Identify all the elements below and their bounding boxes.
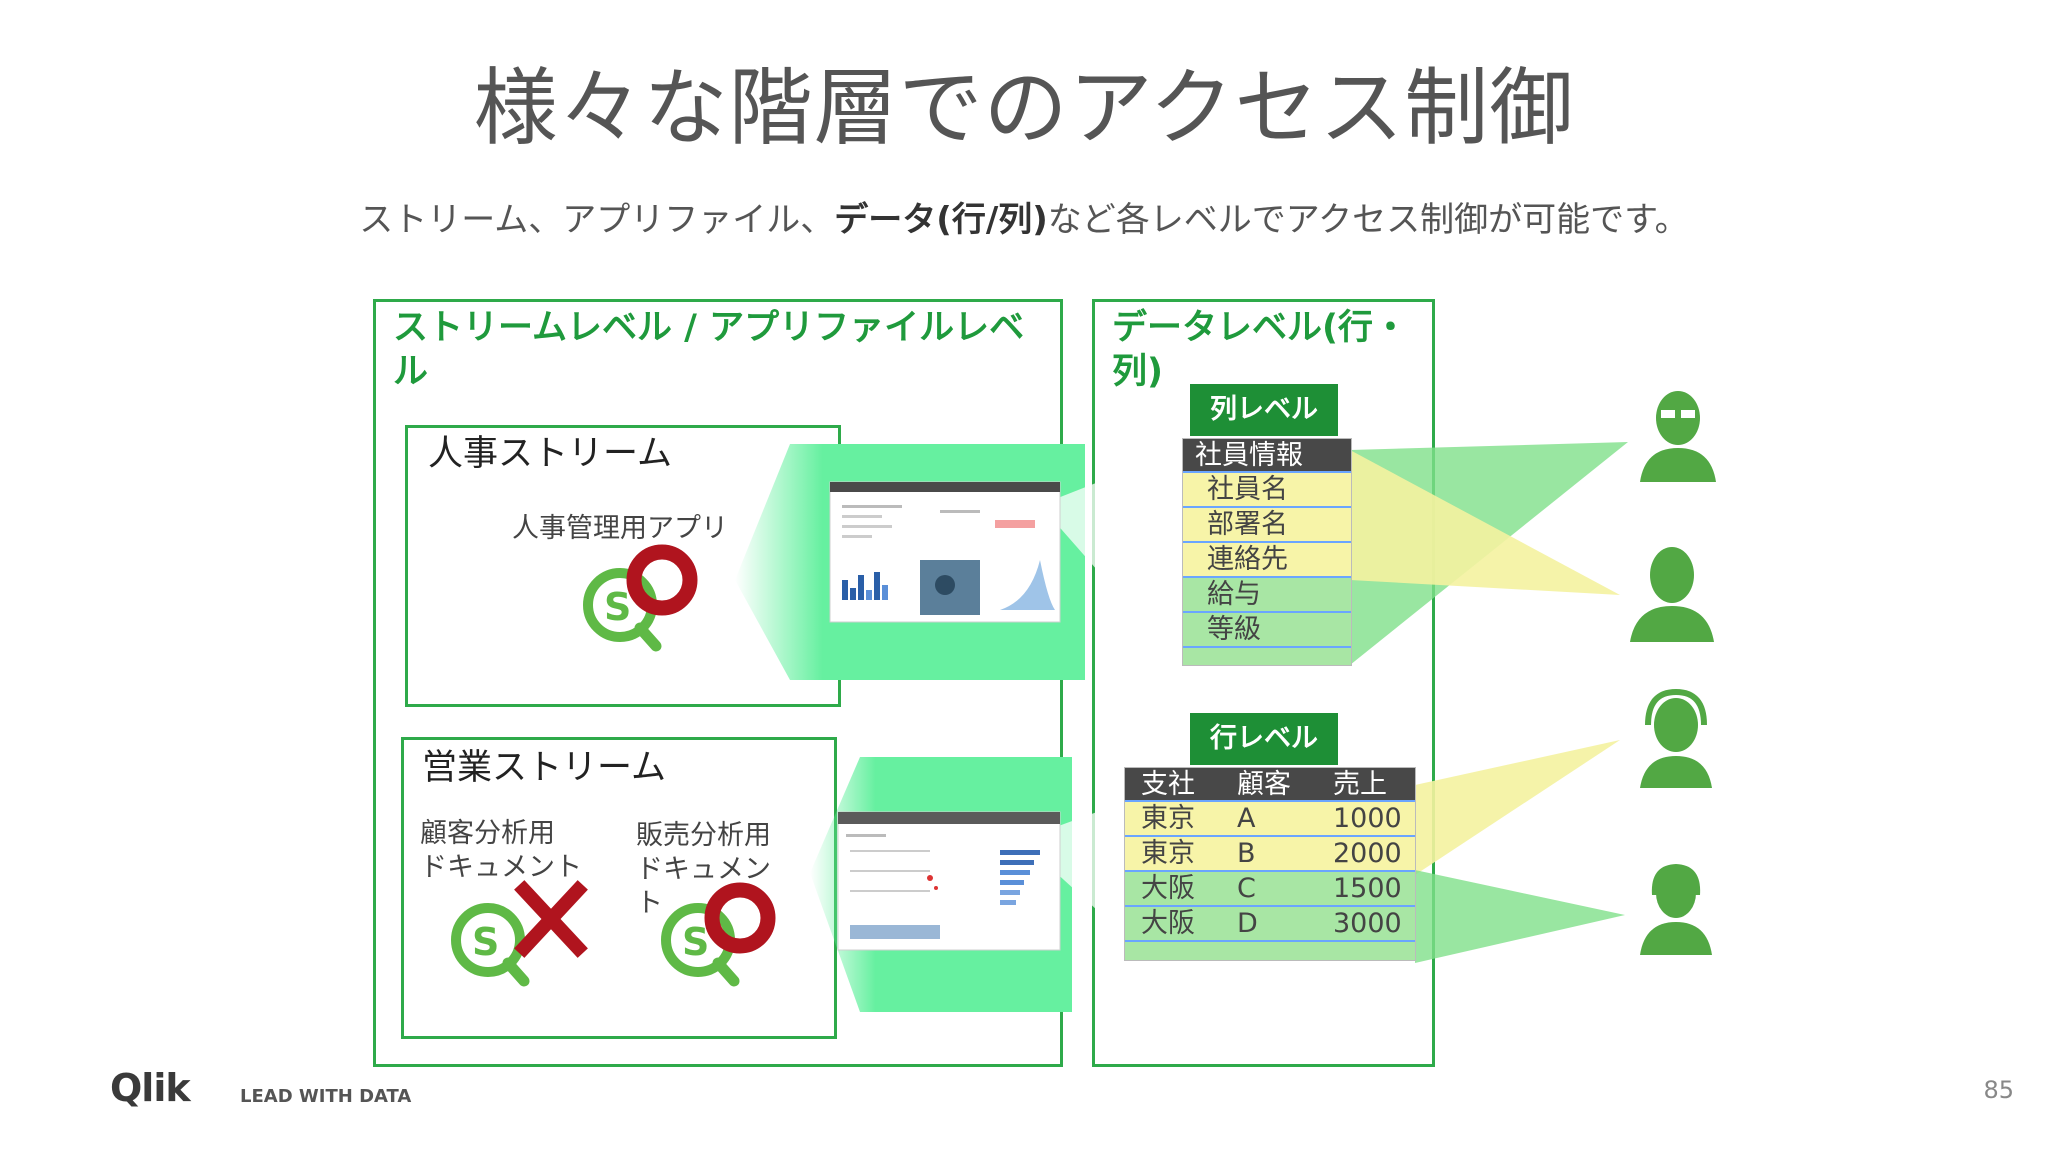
hr-dashboard-thumbnail xyxy=(829,481,1061,623)
column-row-blank xyxy=(1183,648,1351,665)
data-level-panel xyxy=(1092,299,1435,1067)
stream-app-level-heading: ストリームレベル / アプリファイルレベル xyxy=(393,308,1025,392)
row-branch: 東京 xyxy=(1141,803,1195,834)
row-branch: 大阪 xyxy=(1141,908,1195,939)
slide-subtitle: ストリーム、アプリファイル、データ(行/列)など各レベルでアクセス制御が可能です… xyxy=(0,196,2048,244)
header-sales: 売上 xyxy=(1333,769,1387,800)
table-row: 大阪 C 1500 xyxy=(1125,872,1415,907)
data-level-heading: データレベル(行・列) xyxy=(1112,308,1408,392)
column-row-label: 等級 xyxy=(1207,614,1261,645)
column-row-label: 連絡先 xyxy=(1207,544,1288,575)
table-row: 東京 B 2000 xyxy=(1125,837,1415,872)
brand-name: Qlik xyxy=(110,1066,191,1110)
row-customer: C xyxy=(1237,873,1256,904)
row-customer: D xyxy=(1237,908,1258,939)
hr-to-column-wedge xyxy=(1040,448,1185,670)
row-level-table: 支社 顧客 売上 東京 A 1000 東京 B 2000 大阪 C 1500 大… xyxy=(1124,767,1416,961)
subtitle-part1: ストリーム、アプリファイル、 xyxy=(359,200,835,240)
row-table-header: 支社 顧客 売上 xyxy=(1125,768,1415,802)
row-wedge-user4 xyxy=(1415,870,1625,963)
hr-allowed-mark-icon xyxy=(626,544,698,616)
table-row: 大阪 D 3000 xyxy=(1125,907,1415,942)
sales-allowed-mark-icon xyxy=(704,882,776,954)
column-row-1: 社員名 xyxy=(1183,473,1351,508)
row-customer: A xyxy=(1237,803,1256,834)
column-header-label: 社員情報 xyxy=(1195,440,1303,471)
hr-stream-title: 人事ストリーム xyxy=(428,434,672,474)
subtitle-bold: データ(行/列) xyxy=(834,200,1048,240)
stream-app-level-panel xyxy=(373,299,1063,1067)
subtitle-part2: など各レベルでアクセス制御が可能です。 xyxy=(1047,200,1689,240)
column-row-5: 等級 xyxy=(1183,613,1351,648)
qlik-logo: Qlik xyxy=(110,1066,191,1110)
user-man-icon xyxy=(1630,547,1714,642)
table-row: 東京 A 1000 xyxy=(1125,802,1415,837)
user-woman-icon xyxy=(1640,864,1712,955)
user-glasses-icon xyxy=(1640,391,1716,482)
row-wedge-user3 xyxy=(1415,740,1620,875)
row-level-badge: 行レベル xyxy=(1190,713,1338,765)
row-table-blank xyxy=(1125,942,1415,960)
header-customer: 顧客 xyxy=(1237,769,1291,800)
column-row-label: 社員名 xyxy=(1207,474,1288,505)
brand-tagline: LEAD WITH DATA xyxy=(240,1086,412,1107)
column-row-label: 給与 xyxy=(1207,579,1261,610)
row-customer: B xyxy=(1237,838,1256,869)
svg-text:S: S xyxy=(472,920,499,964)
row-sales: 2000 xyxy=(1333,838,1402,869)
col-wedge-user2 xyxy=(1350,450,1620,595)
user-headset-icon xyxy=(1640,688,1712,788)
row-branch: 東京 xyxy=(1141,838,1195,869)
row-sales: 1500 xyxy=(1333,873,1402,904)
sales-dashboard-thumbnail xyxy=(837,811,1061,951)
column-level-table: 社員情報 社員名 部署名 連絡先 給与 等級 xyxy=(1182,438,1352,666)
svg-text:S: S xyxy=(604,585,631,629)
row-sales: 1000 xyxy=(1333,803,1402,834)
customer-doc-label: 顧客分析用 ドキュメント xyxy=(420,818,582,883)
hr-app-label: 人事管理用アプリ xyxy=(512,513,728,544)
customer-doc-icon: S xyxy=(451,903,530,987)
svg-text:S: S xyxy=(682,920,709,964)
header-branch: 支社 xyxy=(1141,769,1195,800)
slide-title: 様々な階層でのアクセス制御 xyxy=(473,59,1575,157)
customer-denied-mark-icon xyxy=(514,880,588,958)
column-table-header: 社員情報 xyxy=(1183,439,1351,473)
column-row-2: 部署名 xyxy=(1183,508,1351,543)
column-row-3: 連絡先 xyxy=(1183,543,1351,578)
column-row-label: 部署名 xyxy=(1207,509,1288,540)
column-level-badge: 列レベル xyxy=(1190,384,1338,436)
page-number: 85 xyxy=(1983,1076,2014,1104)
row-branch: 大阪 xyxy=(1141,873,1195,904)
sales-doc-label: 販売分析用 ドキュメン ト xyxy=(636,820,771,919)
row-sales: 3000 xyxy=(1333,908,1402,939)
sales-stream-title: 営業ストリーム xyxy=(422,748,666,788)
column-row-4: 給与 xyxy=(1183,578,1351,613)
